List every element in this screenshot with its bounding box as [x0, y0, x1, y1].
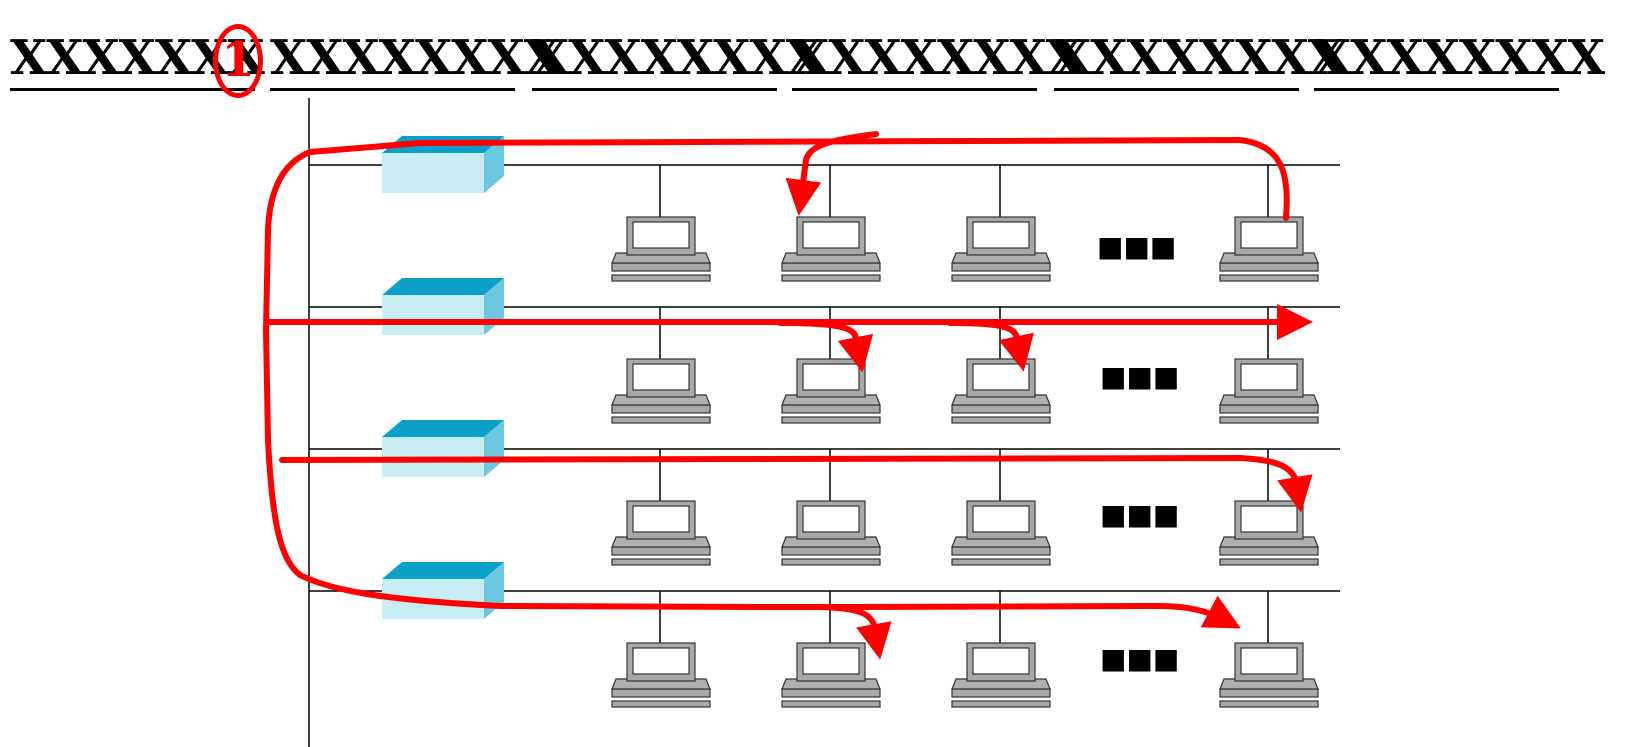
broadcast-arrow-r3 [279, 455, 1313, 513]
ellipsis-row-2: ■■■ [1100, 360, 1179, 393]
drop-lines [659, 165, 1269, 644]
header-rule-5 [1054, 88, 1299, 91]
header-word-3: XXXXXXXX [532, 30, 823, 86]
computer-r2-c3 [951, 358, 1051, 424]
computer-r1-c5 [1219, 216, 1319, 282]
step-marker-number: 1 [221, 32, 255, 88]
switch-4 [382, 562, 504, 619]
header: XXXXXXX XXXXXXXX XXXXXXXX XXXXXXXX XXXXX… [0, 0, 1633, 100]
computer-r1-c3 [951, 216, 1051, 282]
computer-r2-c2 [781, 358, 881, 424]
broadcast-arrow-r2-c3 [947, 320, 1034, 372]
switch-2 [382, 278, 504, 335]
ellipsis-row-3: ■■■ [1100, 498, 1179, 531]
computer-r3-c2 [781, 500, 881, 566]
computer-r4-c5 [1219, 642, 1319, 708]
ellipsis-row-1: ■■■ [1097, 230, 1176, 263]
header-word-2: XXXXXXXX [270, 30, 561, 86]
header-word-5: XXXXXXXX [1054, 30, 1345, 86]
computer-r2-c5 [1219, 358, 1319, 424]
broadcast-arrow-r2-c2 [777, 320, 874, 373]
computer-r3-c1 [611, 500, 711, 566]
broadcast-outer-loop [263, 137, 1290, 610]
computer-r4-c3 [951, 642, 1051, 708]
broadcast-arrow-r4-c5 [847, 595, 1241, 629]
header-word-6: XXXXXXXX [1314, 30, 1605, 86]
header-word-4: XXXXXXXX [792, 30, 1083, 86]
ellipsis-row-4: ■■■ [1100, 642, 1179, 675]
computer-r1-c1 [611, 216, 711, 282]
header-rule-4 [792, 88, 1037, 91]
computer-r4-c1 [611, 642, 711, 708]
header-rule-3 [532, 88, 777, 91]
header-rule-2 [270, 88, 515, 91]
computer-r2-c1 [611, 358, 711, 424]
computer-r1-c2 [781, 216, 881, 282]
step-marker-circle [213, 24, 263, 98]
broadcast-arrow-r1-c2 [785, 131, 879, 216]
computer-r3-c5 [1219, 500, 1319, 566]
broadcast-arrow-r4-c2 [817, 604, 892, 660]
computer-r3-c3 [951, 500, 1051, 566]
header-rule-1 [10, 88, 255, 91]
header-rule-6 [1314, 88, 1559, 91]
switch-3 [382, 420, 504, 477]
computer-r4-c2 [781, 642, 881, 708]
